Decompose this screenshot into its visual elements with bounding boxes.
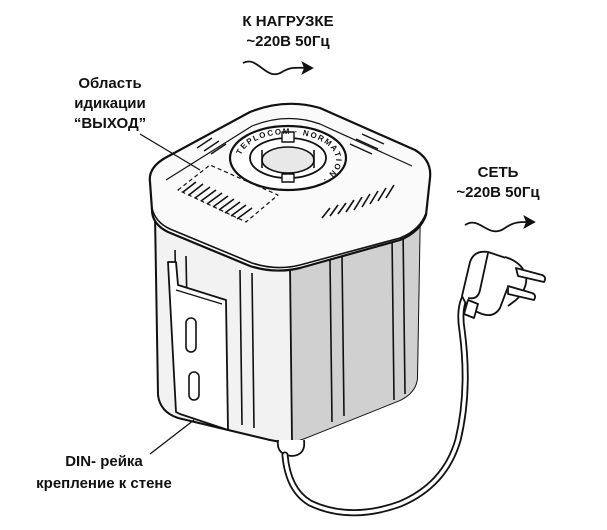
stabilizer-body: [148, 102, 432, 457]
indication-label-line1: Область: [78, 75, 141, 92]
mains-arrow-icon: [464, 214, 536, 233]
power-cable: [281, 288, 472, 517]
din-rail-label-line1: DIN- рейка: [65, 453, 143, 470]
mains-plug-icon: [461, 250, 547, 319]
output-arrow-icon: [242, 60, 314, 76]
din-rail-label-line2: крепление к стене: [36, 475, 172, 492]
load-label-line1: К НАГРУЗКЕ: [242, 13, 333, 30]
indication-label-line2: идикации: [74, 95, 145, 112]
load-label-line2: ~220В 50Гц: [246, 33, 330, 50]
mains-label-line1: СЕТЬ: [478, 164, 519, 181]
leader-lines: [139, 133, 201, 455]
mains-label-line2: ~220В 50Гц: [456, 184, 540, 201]
indication-label-line3: “ВЫХОД”: [74, 115, 146, 132]
